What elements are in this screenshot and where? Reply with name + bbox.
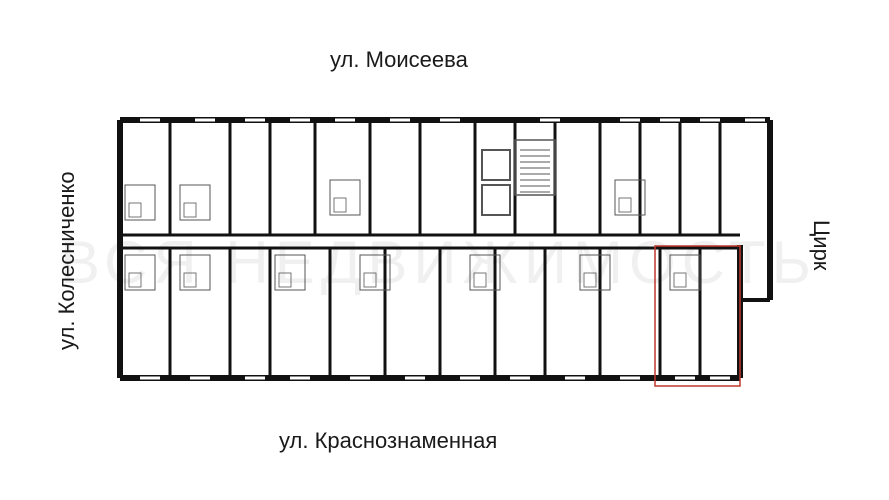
bathroom-block-9 bbox=[669, 254, 701, 291]
bathtub-7 bbox=[473, 272, 487, 288]
bathroom-block-10 bbox=[274, 254, 306, 291]
bathtub-3 bbox=[618, 197, 632, 213]
bathroom-block-5 bbox=[179, 254, 211, 291]
bathtub-6 bbox=[363, 272, 377, 288]
bathtub-10 bbox=[278, 272, 292, 288]
bathroom-block-0 bbox=[124, 184, 156, 221]
bathtub-5 bbox=[183, 272, 197, 288]
bathtub-8 bbox=[583, 272, 597, 288]
bathroom-block-1 bbox=[179, 184, 211, 221]
bathroom-block-7 bbox=[469, 254, 501, 291]
bathtub-9 bbox=[673, 272, 687, 288]
bathroom-block-8 bbox=[579, 254, 611, 291]
fixtures bbox=[124, 139, 701, 291]
window-gaps bbox=[140, 118, 765, 380]
bathtub-4 bbox=[128, 272, 142, 288]
bathtub-1 bbox=[183, 202, 197, 218]
bathroom-block-3 bbox=[614, 179, 646, 216]
bathtub-2 bbox=[333, 197, 347, 213]
bathroom-block-2 bbox=[329, 179, 361, 216]
bathtub-0 bbox=[128, 202, 142, 218]
walls bbox=[117, 117, 773, 381]
street-label-bottom: ул. Краснознаменная bbox=[279, 428, 498, 453]
bathroom-block-4 bbox=[124, 254, 156, 291]
selected-apartment-outline[interactable] bbox=[654, 245, 741, 387]
stairwell bbox=[514, 139, 556, 196]
street-label-top: ул. Моисеева bbox=[330, 47, 468, 72]
bathroom-block-6 bbox=[359, 254, 391, 291]
elevator-shaft-1 bbox=[481, 149, 511, 181]
elevator-shaft-2 bbox=[481, 184, 511, 216]
